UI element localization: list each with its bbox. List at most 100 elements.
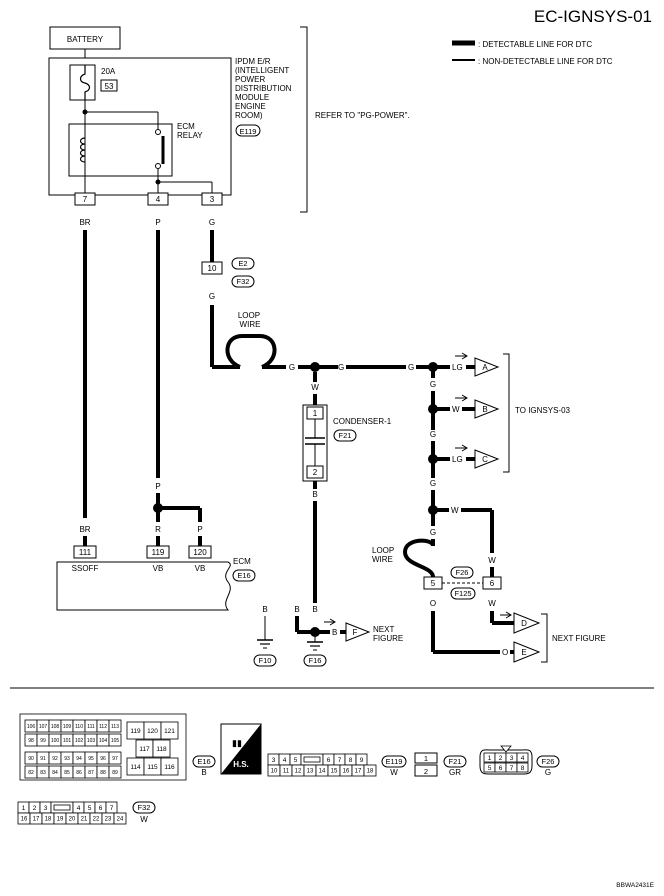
offpage-e bbox=[513, 641, 541, 663]
ground-tag-f10-label: F10 bbox=[259, 656, 272, 665]
svg-text:4: 4 bbox=[156, 195, 161, 204]
e119-pin-cell-label: 6 bbox=[327, 757, 331, 764]
f26-pin-cell-label: 6 bbox=[499, 765, 503, 772]
ecm-pin-cell-label: 111 bbox=[87, 724, 95, 730]
battery-label: BATTERY bbox=[67, 35, 104, 44]
ecm-pin-cell-label: 121 bbox=[164, 728, 175, 735]
ecm-pin-cell-label: 96 bbox=[100, 756, 106, 762]
conn-e119-color: W bbox=[390, 768, 398, 777]
conn-tag-f32 bbox=[231, 275, 255, 288]
ecm-pin-cell-label: 103 bbox=[87, 738, 96, 744]
f32-pin-cell-label: 5 bbox=[88, 805, 92, 812]
f32-pin-cell-label: 16 bbox=[21, 817, 28, 823]
offpage-a bbox=[474, 357, 500, 377]
ecm-pin-cell-label: 105 bbox=[111, 738, 120, 744]
f32-pin-cell-label: 4 bbox=[77, 805, 81, 812]
f26-pin-cell bbox=[516, 752, 529, 763]
conn-tag-f125-label: F125 bbox=[454, 589, 471, 598]
offpage-f-label: F bbox=[353, 628, 358, 637]
conn-tag-f26 bbox=[450, 566, 474, 579]
conn-f21-color: GR bbox=[449, 768, 461, 777]
ecm-pin-cell-label: 112 bbox=[99, 724, 107, 730]
wire-color-br: BR bbox=[79, 218, 90, 227]
f26-lock-icon bbox=[500, 745, 512, 753]
ecm-pin-cell bbox=[108, 751, 122, 765]
conn-e16-label: E16 bbox=[197, 757, 210, 766]
e119-pin-cell-label: 3 bbox=[272, 757, 276, 764]
f32-pin-cell-label: 20 bbox=[69, 817, 76, 823]
next-figure-f-label: NEXT FIGURE bbox=[373, 625, 403, 643]
arrow-c bbox=[455, 444, 468, 452]
ipdm-pin-3: 3 bbox=[201, 192, 223, 206]
page-title: EC-IGNSYS-01 bbox=[534, 7, 652, 26]
f32-pin-cell-label: 17 bbox=[33, 817, 40, 823]
offpage-d bbox=[513, 612, 541, 634]
e119-pin-cell-label: 4 bbox=[283, 757, 287, 764]
ipdm-connector-label: E119 bbox=[240, 127, 257, 136]
ecm-pin-cell-label: 92 bbox=[52, 756, 58, 762]
e119-pin-cell-label: 5 bbox=[294, 757, 298, 764]
svg-text:2: 2 bbox=[313, 468, 318, 477]
next-figure-bracket bbox=[541, 613, 548, 663]
fuse-amp: 20A bbox=[101, 67, 116, 76]
ecm-pin-cell-label: 109 bbox=[63, 724, 72, 730]
svg-text:7: 7 bbox=[83, 195, 88, 204]
relay-coil-icon bbox=[79, 137, 86, 163]
relay-contact-top bbox=[155, 129, 161, 135]
ecm-pin-cell-label: 117 bbox=[139, 746, 150, 753]
svg-text:5: 5 bbox=[431, 579, 436, 588]
ecm-pin-cell bbox=[108, 719, 122, 733]
wire-label-g-v2: G bbox=[430, 430, 436, 439]
condenser-pin-2: 2 bbox=[306, 465, 324, 479]
f26-pin-cell-label: 4 bbox=[521, 755, 525, 762]
svg-text:1: 1 bbox=[424, 754, 428, 763]
ecm-pin-name-ssoff: SSOFF bbox=[72, 564, 99, 573]
ecm-pin-cell-label: 119 bbox=[130, 728, 141, 735]
ecm-pin-cell-label: 114 bbox=[130, 764, 141, 771]
ecm-pin-cell-label: 120 bbox=[147, 728, 158, 735]
f26-pin-cell-label: 5 bbox=[488, 765, 492, 772]
svg-text:10: 10 bbox=[208, 264, 217, 273]
conn-e119-tag bbox=[381, 755, 407, 768]
refer-pg-power: REFER TO "PG-POWER". bbox=[315, 111, 410, 120]
ecm-pin-cell-label: 88 bbox=[100, 770, 106, 776]
svg-text:111: 111 bbox=[79, 548, 92, 557]
legend-detectable: : DETECTABLE LINE FOR DTC bbox=[478, 40, 592, 49]
wire-label-b-gnd1: B bbox=[262, 605, 267, 614]
condenser-conn-tag bbox=[333, 429, 357, 442]
wire-label-b-down: B bbox=[312, 490, 317, 499]
offpage-c-label: C bbox=[482, 455, 488, 464]
wire-label-b-mid: B bbox=[312, 605, 317, 614]
offpage-f bbox=[345, 622, 371, 642]
wire-label-lg-c: LG bbox=[452, 455, 463, 464]
e119-pin-cell-label: 12 bbox=[295, 769, 302, 775]
wire-label-w-below6: W bbox=[488, 599, 496, 608]
ecm-pin-cell-label: 89 bbox=[112, 770, 118, 776]
wire-label-g2: G bbox=[338, 363, 344, 372]
offpage-e-label: E bbox=[521, 648, 526, 657]
svg-text:1: 1 bbox=[313, 409, 318, 418]
wire-label-o-below5: O bbox=[430, 599, 436, 608]
wire-label-o-e: O bbox=[502, 648, 508, 657]
wire-label-w-down: W bbox=[311, 383, 319, 392]
ecm-pin-name-vb2: VB bbox=[195, 564, 206, 573]
conn-f26-color: G bbox=[545, 768, 551, 777]
condenser-label: CONDENSER-1 bbox=[333, 417, 392, 426]
arrow-a bbox=[455, 352, 468, 360]
ecm-pin-cell-label: 107 bbox=[39, 724, 48, 730]
wire-label-b-f: B bbox=[332, 628, 337, 637]
ecm-conn-tag bbox=[232, 569, 256, 582]
f32-pin-cell-label: 18 bbox=[45, 817, 52, 823]
hs-icon: ▮▮ bbox=[220, 723, 262, 775]
ecm-pin-cell-label: 83 bbox=[40, 770, 46, 776]
e119-pin-cell-label: 11 bbox=[283, 769, 290, 775]
conn-f26-tag bbox=[536, 755, 560, 768]
ecm-pin-cell-label: 85 bbox=[64, 770, 70, 776]
f32-pin-cell-label: 23 bbox=[105, 817, 112, 823]
offpage-b-label: B bbox=[482, 405, 487, 414]
arrow-b bbox=[455, 394, 468, 402]
conn-tag-f125 bbox=[450, 587, 476, 600]
condenser-conn-label: F21 bbox=[339, 431, 352, 440]
